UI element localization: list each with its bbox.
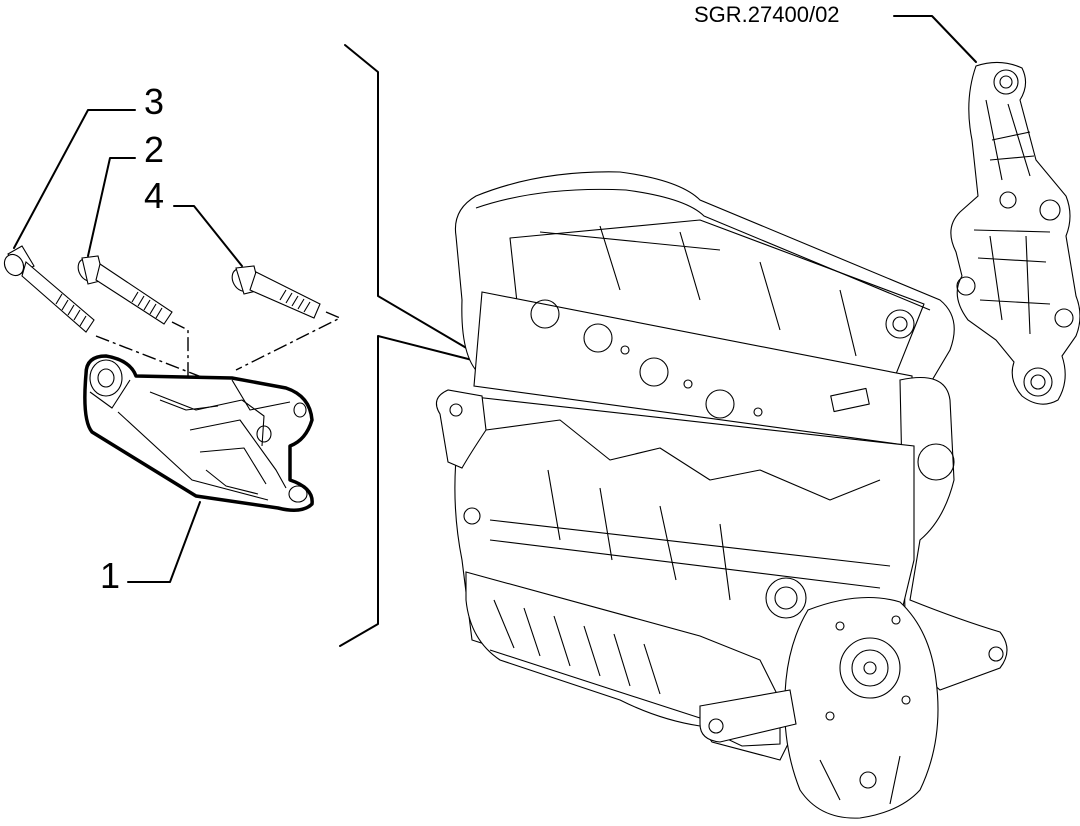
engine-mount-bracket	[83, 354, 314, 512]
callout-4-leader	[173, 205, 243, 267]
callout-1: 1	[100, 555, 120, 596]
engine-block	[435, 171, 1008, 819]
alternate-mount-bracket	[950, 61, 1080, 405]
callout-3-leader	[13, 109, 136, 249]
callout-1-leader	[127, 501, 201, 583]
callout-2-leader	[87, 157, 136, 257]
alignment-line-screw-4	[235, 311, 342, 371]
assembly-bracket-lower	[339, 335, 481, 647]
assembly-bracket-upper	[344, 44, 481, 357]
callout-2: 2	[144, 129, 164, 170]
reference-code: SGR.27400/02	[694, 2, 840, 27]
screw-4	[231, 265, 321, 319]
reference-leader-line	[893, 15, 977, 63]
screw-2	[77, 255, 173, 325]
callout-3: 3	[144, 81, 164, 122]
callout-4: 4	[144, 175, 164, 216]
screw-3	[3, 245, 95, 333]
